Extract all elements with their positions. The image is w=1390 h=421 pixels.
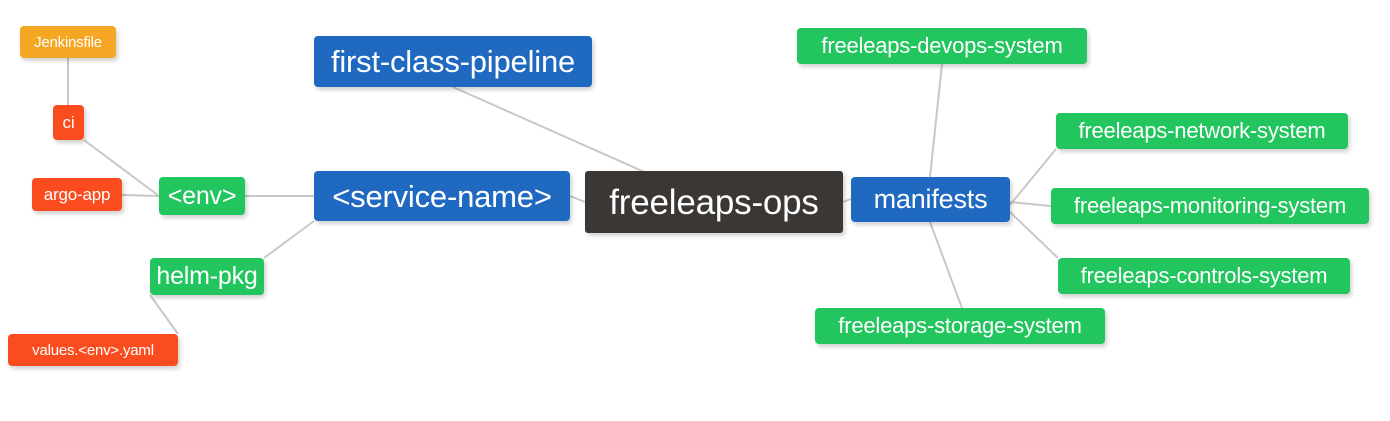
node-ci[interactable]: ci xyxy=(53,105,84,140)
node-helm-pkg[interactable]: helm-pkg xyxy=(150,258,264,295)
edge-env-to-argo xyxy=(121,194,160,197)
node-label: freeleaps-ops xyxy=(609,182,819,222)
node-freeleaps-storage-system[interactable]: freeleaps-storage-system xyxy=(815,308,1105,344)
node-freeleaps-devops-system[interactable]: freeleaps-devops-system xyxy=(797,28,1087,64)
node-label: freeleaps-devops-system xyxy=(821,33,1063,58)
node-freeleaps-network-system[interactable]: freeleaps-network-system xyxy=(1056,113,1348,149)
node-label: <service-name> xyxy=(332,178,552,214)
node-label: manifests xyxy=(873,184,988,214)
node-first-class-pipeline[interactable]: first-class-pipeline xyxy=(314,36,592,87)
node-freeleaps-ops[interactable]: freeleaps-ops xyxy=(585,171,843,233)
node-freeleaps-monitoring-system[interactable]: freeleaps-monitoring-system xyxy=(1051,188,1369,224)
edge-manifests-to-storage xyxy=(929,221,963,309)
node-values-yaml[interactable]: values.<env>.yaml xyxy=(8,334,178,366)
node-jenkinsfile[interactable]: Jenkinsfile xyxy=(20,26,116,58)
node-argo-app[interactable]: argo-app xyxy=(32,178,122,211)
node-label: freeleaps-monitoring-system xyxy=(1073,193,1347,218)
node-label: first-class-pipeline xyxy=(330,44,576,79)
node-label: freeleaps-network-system xyxy=(1078,118,1326,143)
node-manifests[interactable]: manifests xyxy=(851,177,1010,222)
edge-root-to-manifests xyxy=(842,198,852,203)
node-label: ci xyxy=(62,113,75,132)
edge-root-to-service xyxy=(569,195,586,203)
node-label: freeleaps-storage-system xyxy=(838,313,1082,338)
node-label: helm-pkg xyxy=(156,262,258,290)
node-service-name[interactable]: <service-name> xyxy=(314,171,570,221)
edge-manifests-to-network xyxy=(1009,148,1057,206)
edge-service-to-helm xyxy=(263,220,315,259)
node-label: argo-app xyxy=(43,185,111,204)
node-label: values.<env>.yaml xyxy=(32,341,154,359)
node-label: freeleaps-controls-system xyxy=(1080,263,1328,288)
edge-manifests-to-monitoring xyxy=(1009,201,1052,207)
node-env[interactable]: <env> xyxy=(159,177,245,215)
edge-helm-to-values xyxy=(149,294,179,335)
edge-manifests-to-devops xyxy=(929,63,943,178)
node-label: <env> xyxy=(167,181,237,210)
node-label: Jenkinsfile xyxy=(34,33,102,51)
node-freeleaps-controls-system[interactable]: freeleaps-controls-system xyxy=(1058,258,1350,294)
